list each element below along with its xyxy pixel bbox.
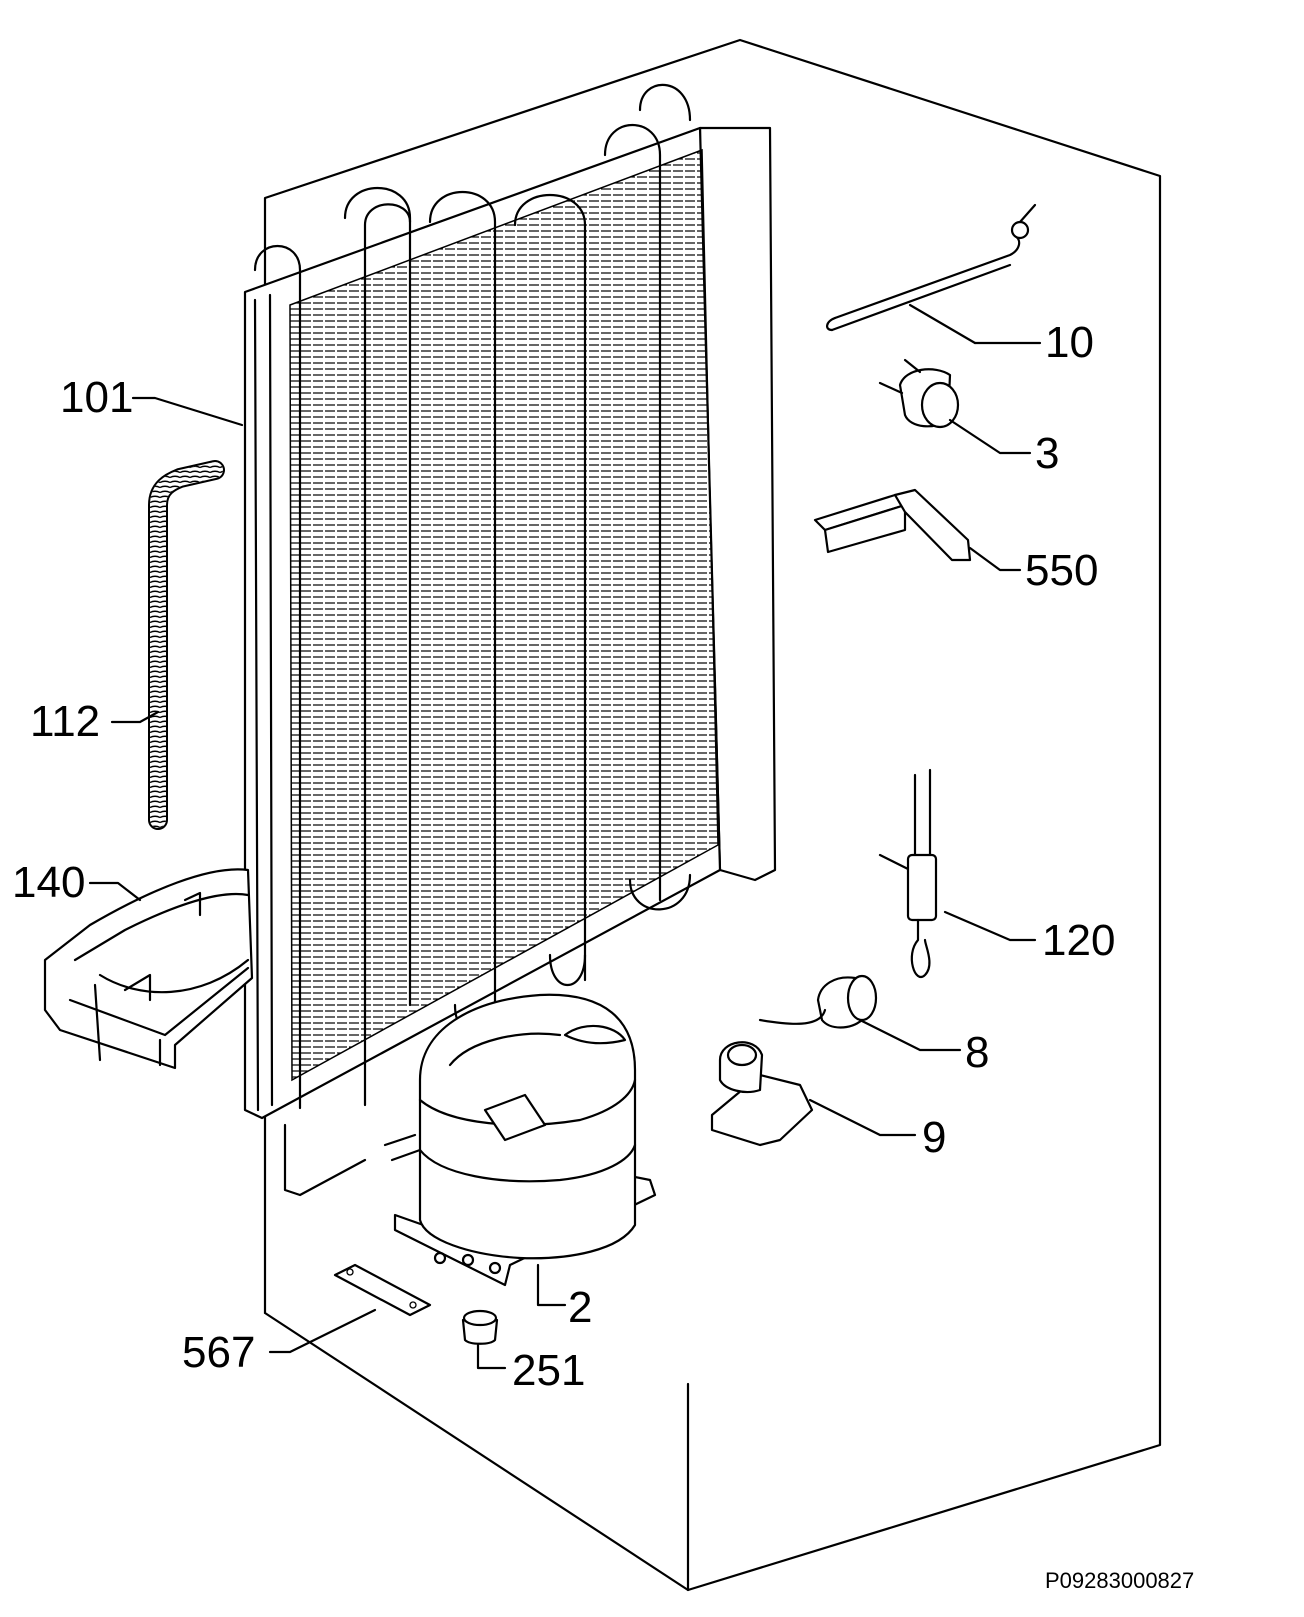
grommet-part-251 [461,1309,499,1345]
cover-part-9 [710,1041,814,1147]
callout-10: 10 [1045,318,1094,367]
condenser-part-101 [243,83,777,1197]
callout-140: 140 [12,858,85,907]
callout-labels: 101 10 3 550 112 140 120 8 9 2 567 251 [12,318,1115,1395]
compressor-part-2 [383,993,657,1287]
capacitor-part-3 [878,358,960,429]
relay-part-120 [878,768,938,979]
mounting-plate-part-567 [333,1263,432,1317]
callout-8: 8 [965,1028,989,1077]
callout-112: 112 [30,697,100,746]
callout-9: 9 [922,1113,946,1162]
callout-3: 3 [1035,429,1059,478]
callout-120: 120 [1042,916,1115,965]
callout-567: 567 [182,1328,255,1377]
bracket-part-550 [813,488,972,562]
drain-hose-part-112 [148,460,225,830]
drawing-code: P09283000827 [1045,1568,1194,1593]
cabinet-outline [263,38,1162,1592]
callout-550: 550 [1025,546,1098,595]
callout-251: 251 [512,1346,585,1395]
callout-2: 2 [568,1283,592,1332]
overload-part-8 [758,974,878,1029]
callout-101: 101 [60,373,133,422]
leader-lines [88,303,1042,1370]
drip-tray-part-140 [43,868,254,1070]
sensor-part-10 [826,203,1037,332]
